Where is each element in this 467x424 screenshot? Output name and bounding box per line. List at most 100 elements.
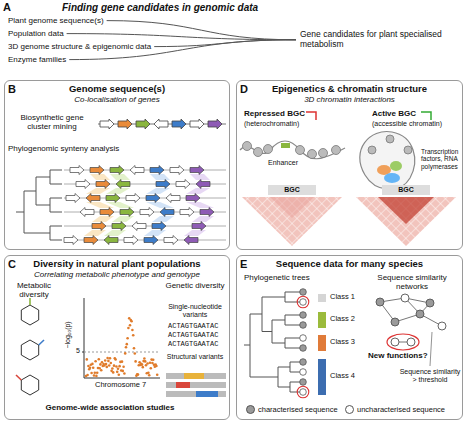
illustration-shape: [297, 386, 309, 398]
illustration-shape: [296, 146, 305, 155]
illustration-shape: [112, 371, 115, 374]
bgc-bar: [382, 185, 430, 195]
illustration-shape: [186, 194, 200, 203]
illustration-shape: [125, 346, 128, 349]
part-label: Enhancer: [268, 159, 298, 167]
illustration-shape: [127, 327, 130, 330]
class-label: Class 2: [330, 315, 355, 323]
illustration-shape: [100, 208, 114, 217]
illustration-shape: [116, 180, 130, 189]
sequence-text: ACTAGTGAATAC: [168, 323, 218, 331]
illustration-shape: [390, 161, 402, 171]
note-text: Sequence similarity > threshold: [398, 368, 462, 384]
illustration-shape: [94, 360, 97, 363]
illustration-shape: [112, 216, 134, 222]
illustration-shape: [118, 365, 121, 368]
repressed-bracket: [306, 112, 316, 120]
illustration-shape: [115, 365, 118, 368]
part-label: Transcription factors, RNA polymerases: [421, 148, 462, 170]
illustration-shape: [95, 375, 98, 378]
illustration-shape: [86, 188, 110, 194]
panel-subtitle: 3D chromatin interactions: [237, 95, 462, 104]
illustration-shape: [300, 379, 307, 386]
illustration-shape: [184, 230, 206, 236]
illustration-shape: [91, 363, 94, 366]
method-label: Genome-wide association studies: [35, 404, 185, 413]
region-label: BGC: [268, 186, 316, 194]
phylogenetic-tree: [244, 292, 300, 392]
illustration-shape: [126, 337, 129, 340]
illustration-shape: [118, 374, 121, 377]
illustration-shape: [92, 366, 95, 369]
panel-letter: C: [8, 258, 16, 270]
illustration-shape: [254, 148, 263, 157]
node-text: Plant genome sequence(s): [8, 16, 104, 25]
illustration-shape: [122, 370, 125, 373]
structural-variants: [166, 373, 226, 397]
illustration-shape: [160, 208, 174, 217]
illustration-shape: [300, 345, 307, 352]
illustration-shape: [164, 236, 178, 245]
illustration-shape: [92, 216, 114, 222]
illustration-shape: [64, 236, 78, 245]
illustration-shape: [300, 322, 307, 329]
illustration-shape: [319, 149, 328, 158]
panel-subtitle: Correlating metabolic phenotype and geno…: [5, 270, 229, 279]
illustration-shape: [300, 359, 307, 366]
connector: [107, 21, 296, 40]
illustration-shape: [29, 298, 31, 305]
illustration-shape: [21, 375, 38, 395]
illustration-shape: [92, 222, 106, 231]
illustration-shape: [186, 202, 214, 208]
illustration-shape: [106, 202, 134, 208]
illustration-shape: [126, 343, 129, 346]
illustration-shape: [146, 202, 174, 208]
active-bracket: [421, 112, 431, 120]
contact-map: [242, 197, 342, 246]
panel-heading: Epigenetics & chromatin structure: [237, 84, 462, 95]
illustration-shape: [243, 142, 252, 151]
illustration-shape: [108, 364, 111, 367]
panel-letter: D: [240, 83, 248, 95]
region-label: BGC: [382, 186, 430, 194]
illustration-shape: [147, 371, 150, 374]
illustration-shape: [300, 289, 307, 296]
illustration-shape: [407, 338, 415, 346]
illustration-shape: [130, 166, 144, 175]
variant-label: Structural variants: [164, 353, 226, 361]
node-text: Population data: [8, 29, 64, 38]
illustration-shape: [156, 180, 170, 189]
illustration-shape: [106, 357, 109, 360]
illustration-shape: [166, 373, 226, 379]
illustration-shape: [70, 166, 84, 175]
state-label: Repressed BGC: [244, 110, 305, 119]
illustration-shape: [134, 352, 137, 355]
illustration-shape: [300, 312, 307, 319]
illustration-shape: [118, 119, 132, 129]
panel-letter: A: [3, 1, 11, 13]
illustration-shape: [123, 372, 126, 375]
contact-map: [356, 197, 456, 246]
illustration-shape: [148, 374, 151, 377]
node-text: Gene candidates for plant specialised me…: [300, 30, 460, 50]
method-label: Biosynthetic gene cluster mining: [8, 114, 96, 132]
input-text: Plant genome sequence(s): [8, 16, 104, 25]
class-label: Class 3: [330, 338, 355, 346]
nucleosomes: [243, 142, 341, 159]
illustration-shape: [426, 299, 434, 307]
illustration-shape: [149, 361, 152, 364]
illustration-shape: [104, 230, 126, 236]
state-label: (accessible chromatin): [372, 120, 442, 128]
illustration-shape: [110, 174, 130, 180]
illustration-shape: [96, 371, 99, 374]
class-box: [318, 312, 326, 328]
illustration-shape: [76, 180, 90, 189]
bgc-bar: [268, 185, 316, 195]
method-label: Phylogenomic synteny analysis: [8, 145, 148, 154]
axis-label: Chromosome 7: [95, 381, 146, 389]
illustration-shape: [146, 194, 160, 203]
illustration-shape: [39, 340, 44, 345]
chromatin-fibre: [240, 141, 345, 159]
section-label: Phylogenetic trees: [244, 274, 310, 283]
